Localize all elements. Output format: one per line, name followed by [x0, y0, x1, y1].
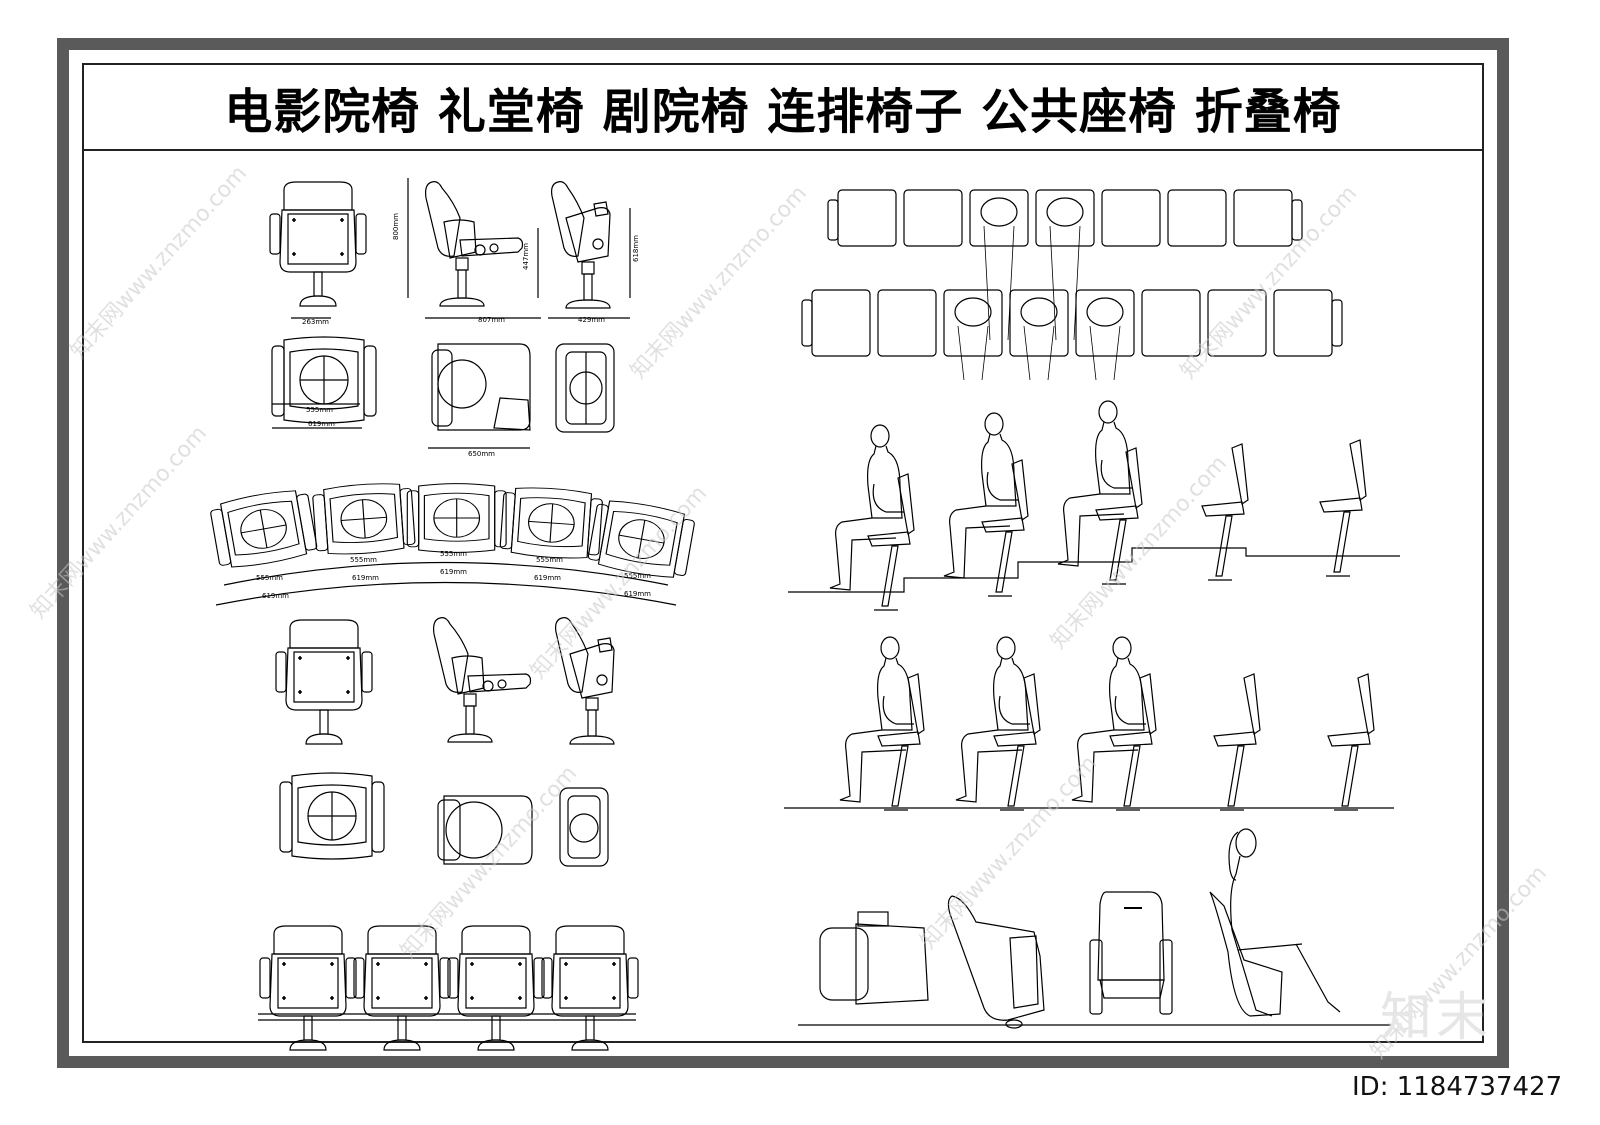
curve-dim-inner-2: 555mm	[350, 556, 377, 564]
theater-plan-rows	[801, 189, 1343, 381]
plan-depth-label: 650mm	[468, 450, 495, 458]
curved-chair-row: 555mm 555mm 555mm 555mm 555mm 619mm 619m…	[208, 480, 697, 606]
folded-height-label: 618mm	[632, 235, 640, 262]
curve-dim-outer-4: 619mm	[534, 574, 561, 582]
curve-dim-inner-3: 555mm	[440, 550, 467, 558]
detail-plan-chair	[819, 911, 929, 1005]
plan-view-chair-folded-1	[555, 343, 615, 433]
inner-frame: 电影院椅 礼堂椅 剧院椅 连排椅子 公共座椅 折叠椅	[82, 63, 1484, 1043]
plan-view-chair-folded-2	[559, 787, 609, 867]
seat-height-label: 447mm	[522, 243, 530, 270]
detail-woman-seated	[1209, 828, 1341, 1017]
front-view-chair-2	[275, 619, 373, 745]
side-view-chair-open-2	[433, 616, 532, 743]
plan-inner-label: 555mm	[306, 406, 333, 414]
side-view-chair-folded-1: 618mm 429mm	[548, 181, 640, 324]
plan-outer-label: 619mm	[308, 420, 335, 428]
folded-depth-label: 429mm	[578, 316, 605, 324]
tiered-section-view	[788, 400, 1400, 611]
watermark-text-1: 知末网www.znzmo.com	[66, 161, 252, 364]
bottom-detail-views	[798, 828, 1394, 1029]
four-seat-beam-row	[258, 925, 639, 1051]
outer-frame: 电影院椅 礼堂椅 剧院椅 连排椅子 公共座椅 折叠椅	[57, 38, 1509, 1068]
front-width-label: 263mm	[302, 318, 329, 326]
curve-dim-inner-5: 555mm	[624, 572, 651, 580]
curve-dim-inner-4: 555mm	[536, 556, 563, 564]
side-view-chair-open-1: 800mm 447mm 807mm	[392, 178, 541, 324]
flat-section-view	[784, 636, 1394, 811]
plan-view-chair-1: 555mm 619mm	[271, 336, 377, 429]
plan-view-chair-side-1: 650mm	[428, 343, 531, 458]
watermark-text-6: 知末网www.znzmo.com	[1046, 451, 1232, 654]
plan-view-chair-2	[279, 772, 385, 860]
side-depth-label: 807mm	[478, 316, 505, 324]
watermark-layer: 知末网www.znzmo.com 知末网www.znzmo.com 知末网www…	[26, 161, 1552, 1064]
title-bar: 电影院椅 礼堂椅 剧院椅 连排椅子 公共座椅 折叠椅	[84, 65, 1482, 151]
image-id-label: ID: 1184737427	[1352, 1072, 1563, 1102]
detail-front-chair	[1089, 891, 1173, 1015]
curve-dim-outer-2: 619mm	[352, 574, 379, 582]
curve-dim-inner-1: 555mm	[256, 574, 283, 582]
side-height-label: 800mm	[392, 213, 400, 240]
watermark-text-2: 知末网www.znzmo.com	[626, 181, 812, 384]
plan-row-top	[827, 189, 1303, 341]
watermark-text-3: 知末网www.znzmo.com	[1176, 181, 1362, 384]
watermark-text-4: 知末网www.znzmo.com	[26, 421, 212, 624]
plan-row-bottom	[801, 289, 1343, 381]
plan-view-chair-side-2	[437, 795, 533, 865]
curve-dim-outer-5: 619mm	[624, 590, 651, 598]
watermark-text-8: 知末网www.znzmo.com	[916, 751, 1102, 954]
curve-dim-outer-3: 619mm	[440, 568, 467, 576]
curve-dim-outer-1: 619mm	[262, 592, 289, 600]
brand-watermark-logo: 知末	[1380, 988, 1493, 1048]
front-view-chair-1: 263mm	[269, 181, 367, 326]
page-title: 电影院椅 礼堂椅 剧院椅 连排椅子 公共座椅 折叠椅	[224, 84, 1342, 140]
watermark-text-7: 知末网www.znzmo.com	[396, 761, 582, 964]
detail-side-chair	[947, 895, 1045, 1029]
